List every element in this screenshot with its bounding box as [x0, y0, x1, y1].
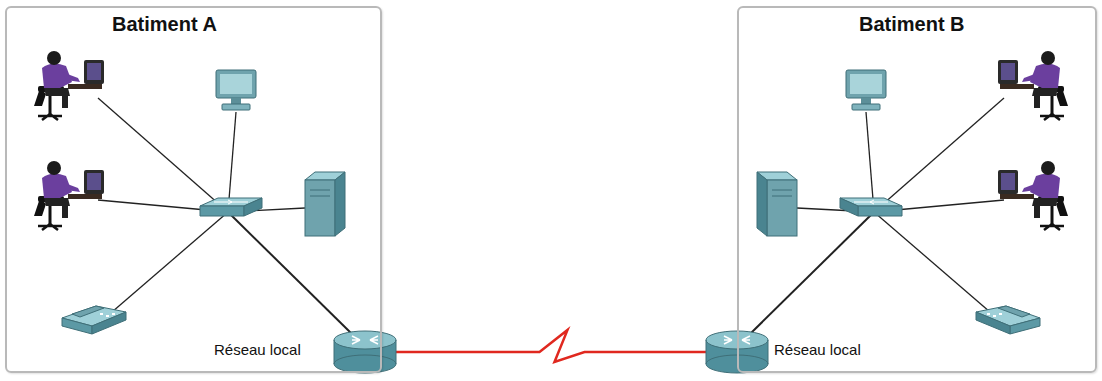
- building-title: Batiment A: [112, 12, 217, 36]
- network-label: Réseau local: [772, 341, 863, 359]
- building-a-equipment: [34, 51, 396, 373]
- building-box: Batiment B: [737, 6, 1097, 373]
- building-title: Batiment B: [859, 12, 965, 36]
- building-box: Batiment A: [5, 6, 382, 373]
- building-b-equipment: [706, 51, 1068, 373]
- wan-link: [382, 330, 737, 362]
- network-label: Réseau local: [212, 341, 303, 359]
